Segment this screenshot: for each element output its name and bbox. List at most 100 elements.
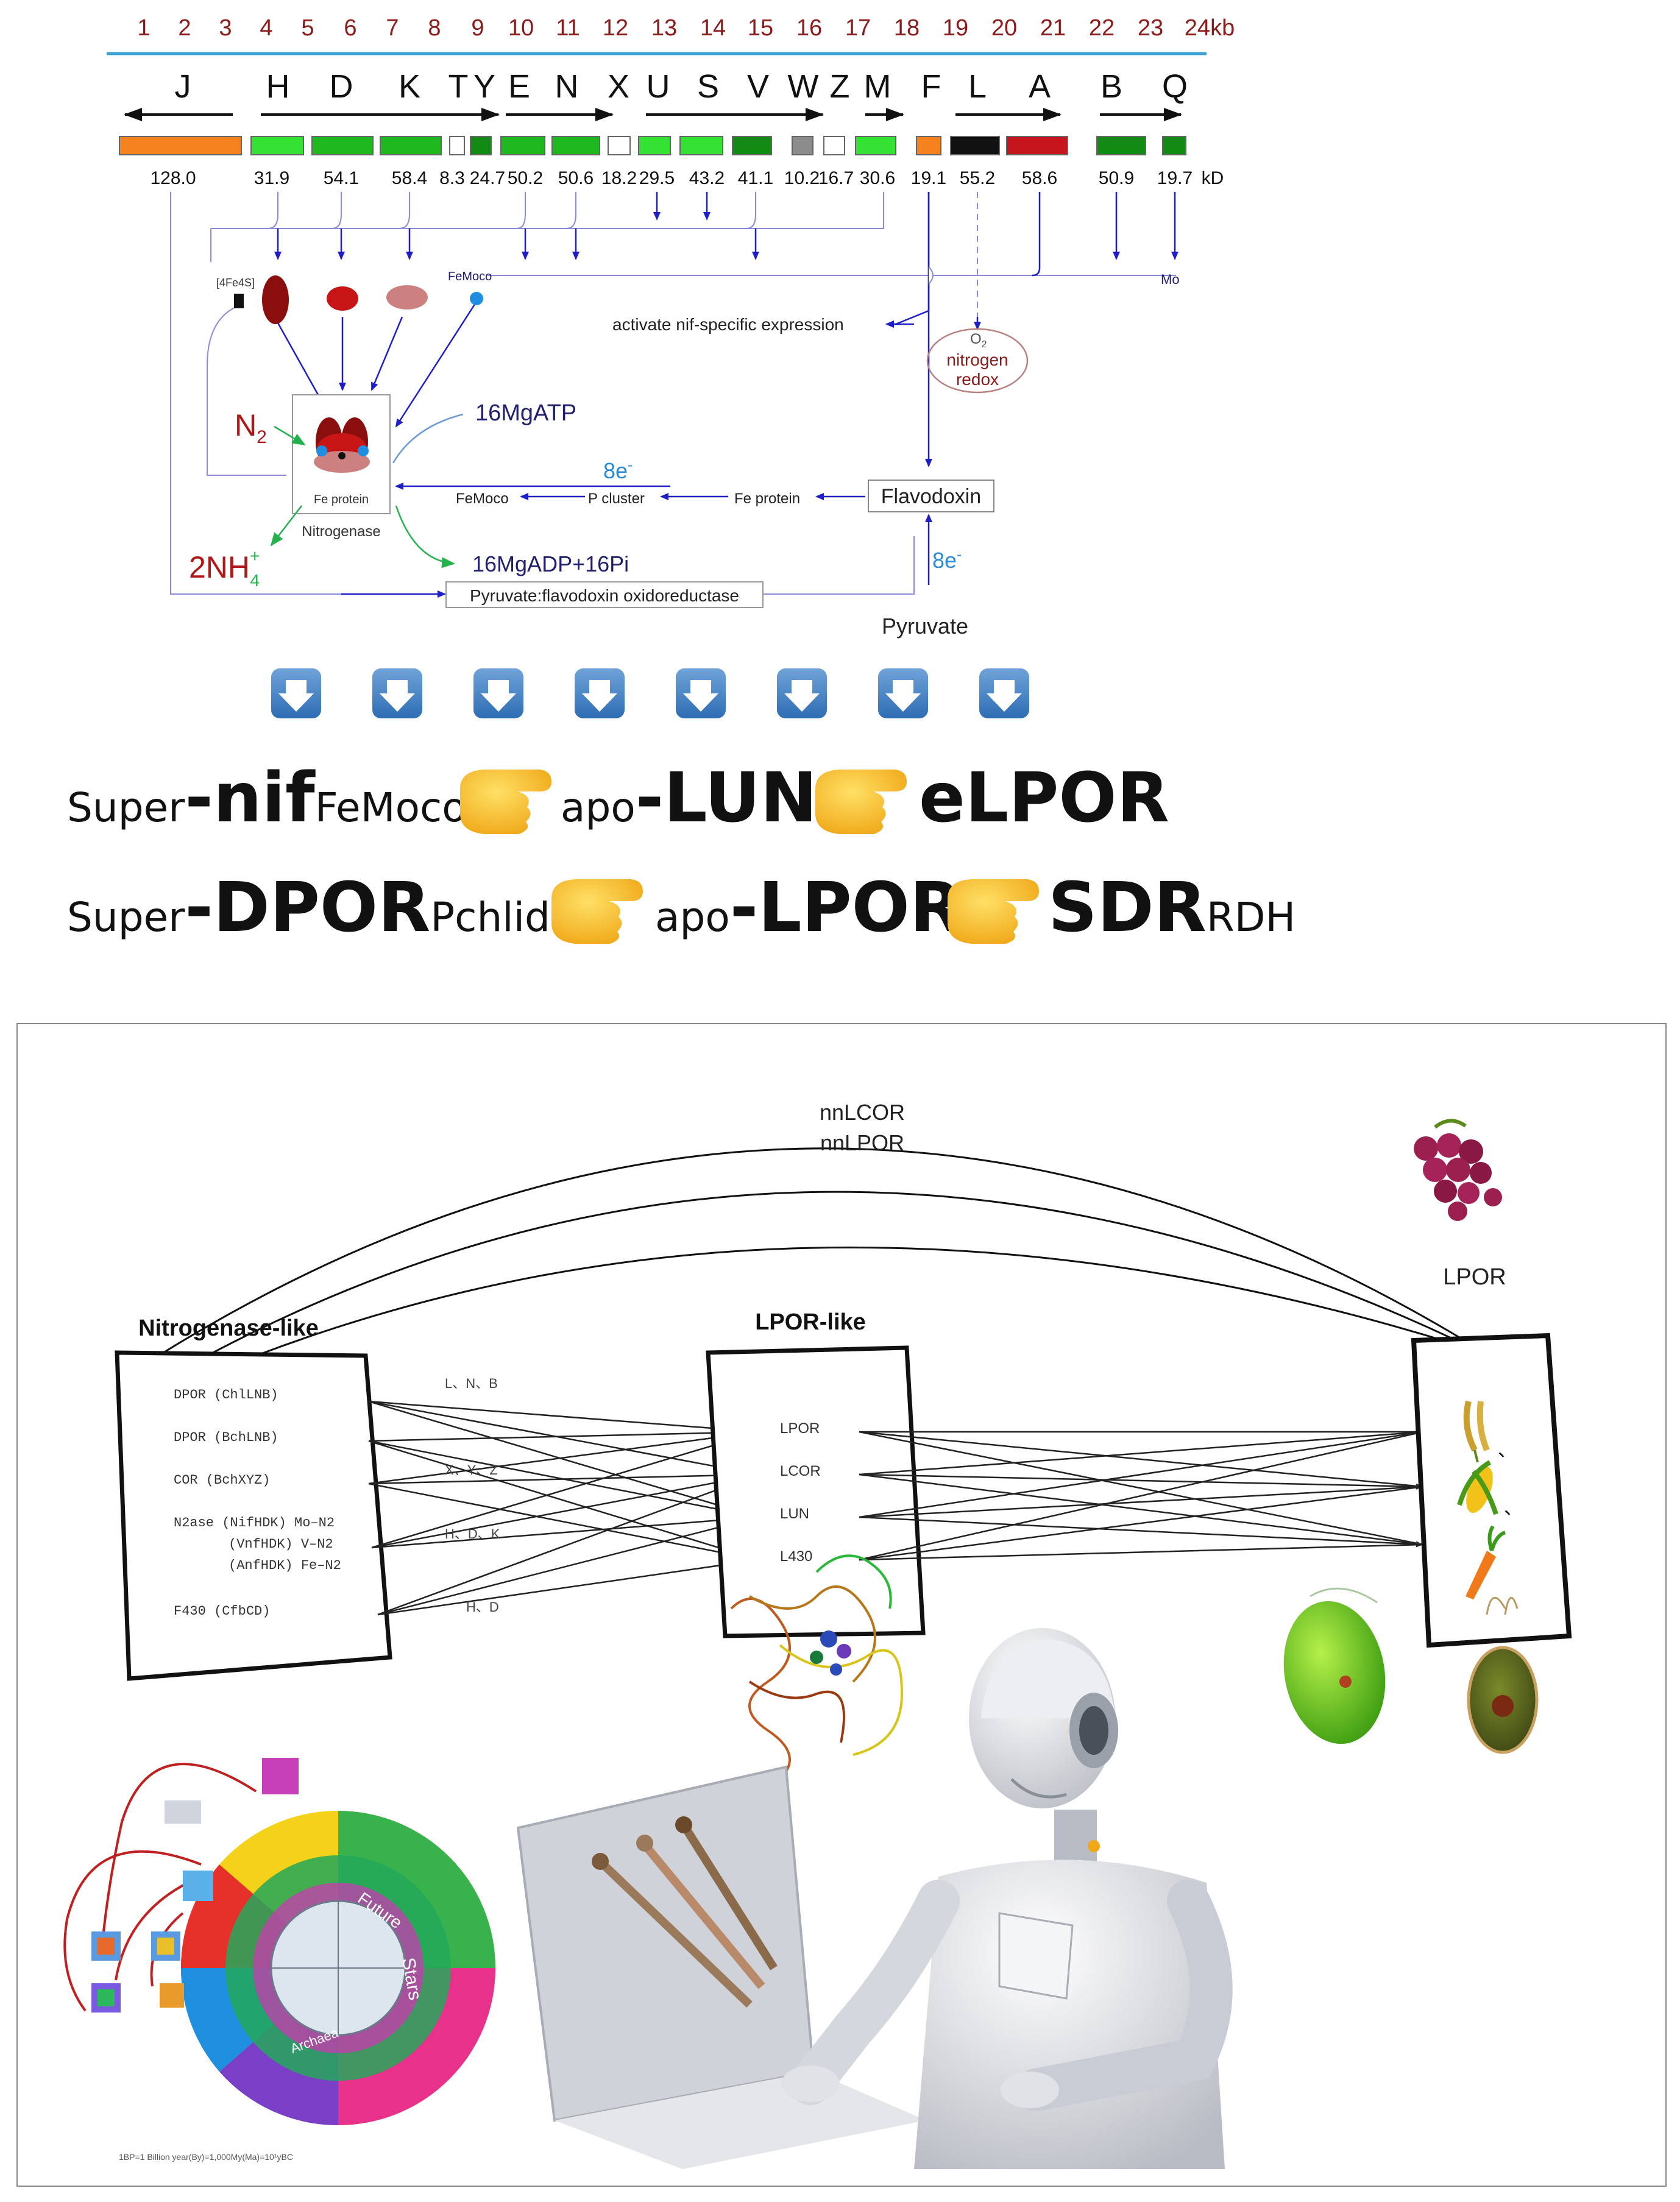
slogan2-b: apo-LPOR [655,868,962,947]
gene-letter: B [1101,68,1122,105]
subunit-label: H、D [466,1599,499,1615]
eight-e-bottom: 8e- [932,547,962,573]
nlist-item: DPOR (BchLNB) [174,1430,278,1445]
gene-box-K [380,136,442,155]
subunit-label: H、D、K [445,1526,500,1542]
gene-letter: J [175,68,191,105]
kd-value: 58.6 [1022,168,1057,188]
down-arrow-icon [473,668,523,718]
protein-structure-icon [730,1554,904,1780]
nitrogenase-complex-icon [314,417,370,473]
gene-letter: A [1029,68,1051,105]
nitrogen-label: nitrogen [946,350,1008,369]
lpor-like-list: LPOR LCOR LUN L430 [780,1420,821,1565]
arc-label-nnlcor: nnLCOR [820,1100,905,1125]
kb-tick: 8 [428,15,441,41]
kb-tick: 1 [137,15,150,41]
kd-value: 58.4 [392,168,427,188]
kb-tick: 16 [796,15,822,41]
corn-icon: 、 [1457,1460,1522,1519]
robot-icon [781,1628,1233,2169]
nlist-n2ase: N2ase (NifHDK) Mo–N2 [174,1515,335,1531]
femoco-label: FeMoco [448,270,492,283]
kb-tick: 11 [556,15,579,41]
kb-tick: 21 [1040,15,1066,41]
lpor-like-item: LCOR [780,1463,821,1479]
rice-icon: 、 [1463,1400,1516,1463]
kb-tick: 15 [748,15,773,41]
green-alga-icon [1283,1587,1386,1744]
lpor-title: LPOR [1443,1264,1506,1290]
kd-value: 8.3 [439,168,465,188]
lpor-like-item: LPOR [780,1420,820,1437]
kd-value: 19.1 [911,168,946,188]
down-arrow-icon [575,668,625,718]
down-arrow-icon [979,668,1029,718]
kd-value: 54.1 [324,168,359,188]
links-right [859,1429,1423,1561]
kd-values: 128.0 31.9 54.1 58.4 8.3 24.7 50.2 50.6 … [150,168,1224,188]
gene-boxes [119,136,1186,155]
n2-arrow [274,425,306,446]
line-hop [928,266,934,285]
gene-box-J [119,136,242,155]
gene-box-Y [470,136,492,155]
svg-text:、: 、 [1504,1498,1522,1519]
slogan1-c: eLPOR [919,759,1169,838]
kb-tick: 9 [471,15,484,41]
kd-value: 55.2 [960,168,995,188]
homology-arcs [158,1147,1460,1357]
nlist-item: COR (BchXYZ) [174,1473,270,1488]
kd-value: 10.2 [784,168,820,188]
lpor-like-item: L430 [780,1548,812,1565]
gene-box-U [638,136,671,155]
nlist-n2ase-fe: (AnfHDK) Fe–N2 [229,1558,341,1573]
down-arrow-icon [676,668,726,718]
gene-box-H [250,136,304,155]
gene-letter: X [608,68,629,105]
kb-tick: 24kb [1185,15,1235,41]
pointing-hand-icon [460,770,551,834]
mo-label: Mo [1161,272,1180,287]
wheel-caption: 1BP=1 Billion year(By)=1,000My(Ma)=10¹yB… [119,2152,293,2162]
molecule-icons [91,1758,299,2013]
lpor-like-item: LUN [780,1506,809,1522]
brown-alga-icon [1467,1596,1539,1754]
o2-label: O2 [970,331,987,350]
links-left [368,1400,759,1616]
evolution-color-wheel: Future Stars Archaea [180,1810,495,2126]
pathway-blue-arrows [274,192,1178,598]
gene-letter: N [555,68,579,105]
mgatp-curve [392,413,464,464]
kb-tick: 3 [219,15,232,41]
gene-box-Z [823,136,845,155]
kb-tick: 22 [1089,15,1115,41]
gene-box-L [950,136,1000,155]
kd-value: 50.2 [508,168,543,188]
down-arrow-row [271,668,1029,718]
pfor-label: Pyruvate:flavodoxin oxidoreductase [470,586,739,605]
kd-value: 43.2 [689,168,725,188]
fe4s-label: [4Fe4S] [216,277,255,289]
gene-box-S [679,136,723,155]
nitrogenase-like-box [115,1350,392,1681]
kb-tick: 14 [700,15,726,41]
kd-value: 29.5 [639,168,675,188]
gene-letter: Z [830,68,850,105]
kd-value: 18.2 [601,168,637,188]
gene-letter: H [266,68,290,105]
nlist-item: F430 (CfbCD) [174,1604,270,1619]
pfor-box [445,581,764,608]
kd-unit: kD [1202,168,1224,188]
fe4s-cluster [234,294,244,308]
grapes-icon [1414,1119,1502,1221]
kb-axis: 1 2 3 4 5 6 7 8 9 10 11 12 13 14 15 16 1… [137,15,1235,41]
kb-tick: 10 [508,15,534,41]
flavodoxin-label: Flavodoxin [881,485,981,508]
kb-tick: 19 [943,15,968,41]
pointing-hand-icon [815,770,907,834]
down-arrow-icon [271,668,321,718]
kb-tick: 4 [260,15,272,41]
gene-box-A [1006,136,1068,155]
